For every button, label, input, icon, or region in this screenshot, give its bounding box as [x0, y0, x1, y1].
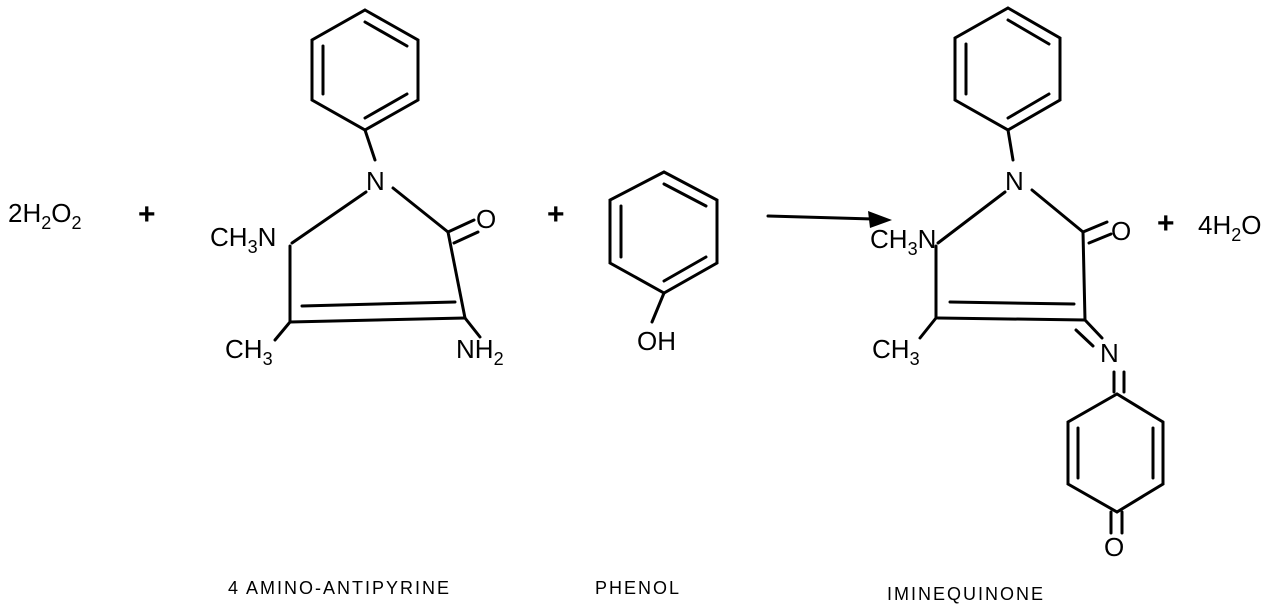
- caption-aminoantipyrine: 4 AMINO-ANTIPYRINE: [228, 578, 451, 598]
- product-carbonyl-o: O: [1111, 216, 1131, 246]
- aminoantipyrine-phenyl-ring: [310, 8, 420, 132]
- phenol-oh-bond: [650, 291, 666, 324]
- reaction-arrow: [766, 211, 892, 228]
- quinone-ring: [1066, 392, 1165, 514]
- product-n1: N: [1005, 166, 1024, 196]
- aminoantipyrine-carbonyl-o: O: [476, 204, 496, 234]
- water-formula: 4H2O: [1198, 210, 1262, 245]
- c4-c5-double-bond: [288, 316, 467, 324]
- phenol-structure: [608, 170, 719, 324]
- carbonyl-double-bond: [446, 218, 476, 234]
- plus-sign-2: +: [547, 198, 565, 231]
- aminoantipyrine-n-methyl: CH3N: [210, 222, 276, 257]
- imine-double-bond: [1083, 318, 1104, 340]
- carbonyl-c4-bond: [446, 230, 467, 320]
- plus-sign-1: +: [138, 198, 156, 231]
- product-c-methyl: CH3: [872, 334, 920, 369]
- aminoantipyrine-amine: NH2: [456, 334, 504, 369]
- caption-phenol: PHENOL: [595, 578, 681, 598]
- caption-iminequinone: IMINEQUINONE: [887, 584, 1045, 604]
- amine-bond: [463, 316, 482, 339]
- c-methyl-bond: [273, 320, 292, 342]
- product-quinone-o: O: [1104, 532, 1124, 562]
- aminoantipyrine-n1: N: [366, 166, 385, 196]
- aminoantipyrine-structure: [273, 8, 482, 342]
- n-carbonyl-bond: [391, 186, 450, 234]
- product-n-methyl: CH3N: [870, 224, 936, 259]
- peroxide-formula: 2H2O2: [8, 198, 82, 233]
- product-phenyl-n-bond: [1006, 128, 1015, 162]
- aminoantipyrine-c-methyl: CH3: [225, 334, 273, 369]
- product-imine-n: N: [1100, 338, 1119, 368]
- iminequinone-structure: [918, 6, 1165, 535]
- phenyl-n-bond: [363, 128, 377, 162]
- product-phenyl-ring: [953, 6, 1062, 132]
- plus-sign-3: +: [1157, 207, 1175, 240]
- n-n-bond: [290, 190, 368, 245]
- phenol-hydroxyl: OH: [637, 326, 676, 356]
